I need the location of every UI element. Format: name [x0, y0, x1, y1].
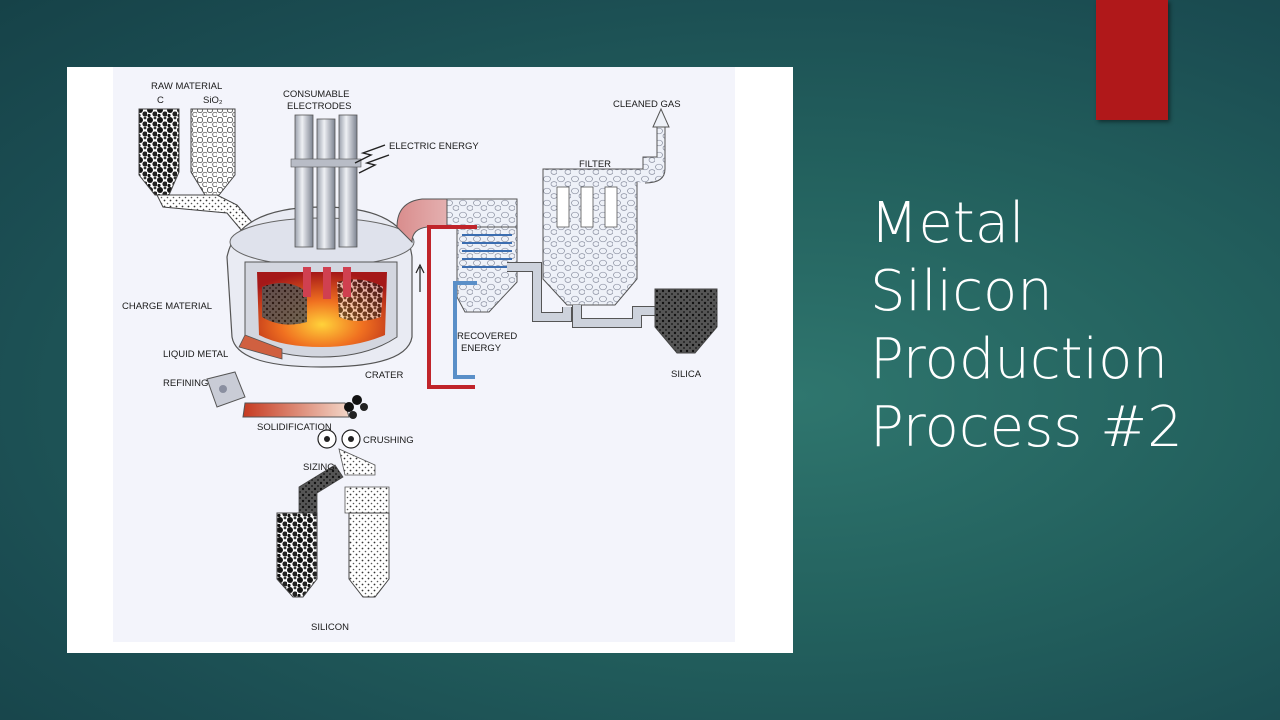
label-sizing: SIZING — [303, 462, 335, 473]
title-line-3: Production — [870, 327, 1168, 392]
label-recovered: RECOVERED — [457, 331, 517, 342]
title-line-4: Process #2 — [870, 395, 1183, 460]
label-crushing: CRUSHING — [363, 435, 414, 446]
label-consumable: CONSUMABLE — [283, 89, 350, 100]
label-energy: ENERGY — [461, 343, 502, 354]
consumable-electrodes — [290, 114, 362, 299]
diagram-labels: RAW MATERIAL C SiO₂ CONSUMABLE ELECTRODE… — [122, 81, 702, 633]
label-cleaned-gas: CLEANED GAS — [613, 99, 681, 110]
label-sio2: SiO₂ — [203, 95, 223, 106]
recovered-energy-pipes — [415, 225, 477, 389]
raw-material-hoppers — [138, 108, 264, 238]
label-crater: CRATER — [365, 370, 403, 381]
diagram-svg: RAW MATERIAL C SiO₂ CONSUMABLE ELECTRODE… — [113, 67, 735, 642]
title-line-2: Silicon — [870, 259, 1053, 324]
gas-duct — [396, 198, 572, 322]
label-solidification: SOLIDIFICATION — [257, 422, 332, 433]
crusher-rollers — [317, 429, 376, 476]
silica-hopper — [654, 288, 718, 354]
label-refining: REFINING — [163, 378, 208, 389]
label-raw-material: RAW MATERIAL — [151, 81, 222, 92]
process-diagram: RAW MATERIAL C SiO₂ CONSUMABLE ELECTRODE… — [67, 67, 793, 653]
gas-filter — [542, 107, 670, 328]
electric-energy-arrows — [354, 144, 390, 174]
label-silica: SILICA — [671, 369, 702, 380]
accent-bar — [1096, 0, 1168, 120]
silicon-bins — [276, 464, 390, 598]
label-filter: FILTER — [579, 159, 611, 170]
label-silicon: SILICON — [311, 622, 349, 633]
slide-title: Metal Silicon Production Process #2 — [870, 190, 1270, 462]
title-line-1: Metal — [870, 191, 1025, 256]
label-electric-energy: ELECTRIC ENERGY — [389, 141, 479, 152]
label-charge-material: CHARGE MATERIAL — [122, 301, 212, 312]
label-electrodes: ELECTRODES — [287, 101, 351, 112]
label-c: C — [157, 95, 164, 106]
label-liquid-metal: LIQUID METAL — [163, 349, 228, 360]
metal-flow — [206, 334, 368, 419]
